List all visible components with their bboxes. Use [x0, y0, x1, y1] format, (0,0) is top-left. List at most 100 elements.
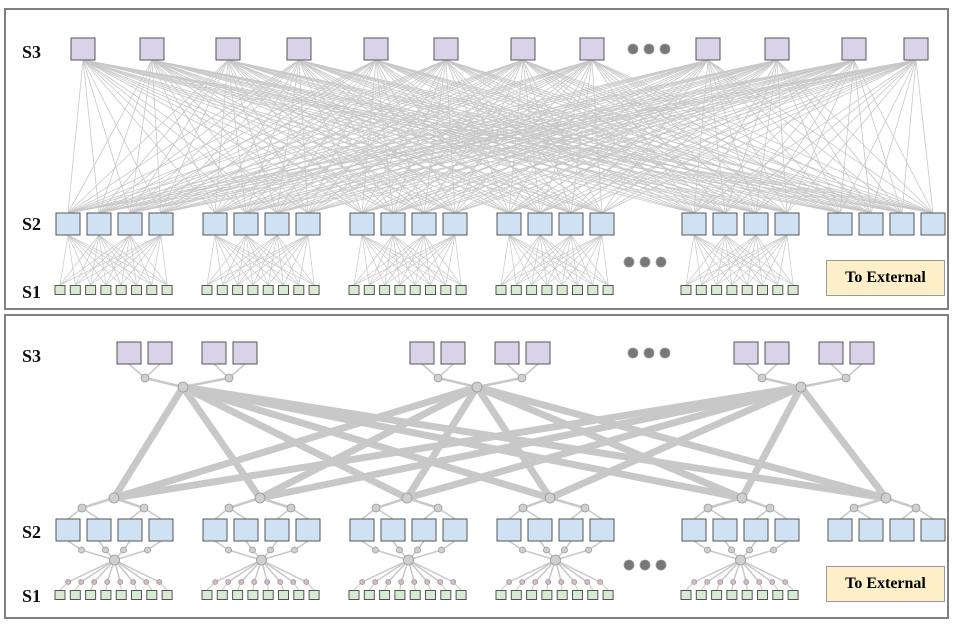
spine-switch	[116, 341, 142, 365]
spine-switch	[525, 341, 551, 365]
host-node	[541, 285, 553, 295]
leaf-host-link	[361, 234, 370, 286]
spine-switch	[232, 341, 258, 365]
host-port-node	[756, 579, 763, 585]
spine-leaf-link	[508, 59, 855, 214]
host-port-node	[117, 579, 124, 585]
leaf-host-link	[716, 234, 788, 286]
leaf-host-link	[685, 234, 788, 286]
leaf-down-node	[543, 546, 550, 554]
leaf-host-link	[307, 234, 315, 286]
spine-leaf-link	[522, 59, 603, 214]
spine-leaf-link	[160, 59, 524, 214]
spine-leaf-link	[82, 59, 162, 214]
leaf-host-link	[731, 234, 788, 286]
host-node	[425, 590, 436, 600]
spine-leaf-link	[129, 59, 300, 214]
spine-leaf-link	[707, 59, 726, 214]
host-port-node	[704, 579, 711, 585]
leaf-aggregation-link	[853, 496, 887, 510]
leaf-down-node	[438, 546, 445, 554]
host-port-node	[91, 579, 98, 585]
leaf-switch	[889, 518, 915, 542]
host-node	[425, 285, 436, 295]
leaf-host-link	[353, 234, 425, 286]
leaf-host-link	[222, 234, 278, 286]
pod-sub-node	[371, 503, 381, 513]
pod-sub-node	[433, 503, 443, 513]
spine-sub-node	[841, 373, 851, 383]
leaf-host-link	[368, 234, 394, 286]
host-node	[115, 285, 127, 295]
leaf-switch	[827, 518, 853, 542]
host-port-node	[398, 579, 405, 585]
host-uplink	[740, 559, 786, 583]
host-uplink	[408, 559, 441, 583]
spine-hub-node	[471, 381, 483, 393]
host-node	[440, 590, 452, 600]
host-port-node	[264, 579, 271, 585]
pod-hub-node	[254, 492, 266, 504]
host-port-node	[743, 579, 750, 585]
leaf-switch	[411, 212, 437, 236]
spine-leaf-link	[307, 59, 524, 214]
spine-switch	[841, 37, 867, 61]
host-node	[741, 285, 753, 295]
spine-leaf-link	[454, 59, 524, 214]
leaf-host-link	[214, 234, 223, 286]
host-uplink	[555, 559, 601, 583]
spine-switch	[579, 37, 605, 61]
host-port-node	[532, 579, 539, 585]
host-node	[455, 590, 467, 600]
host-node	[409, 285, 421, 295]
leaf-switch	[681, 518, 707, 542]
spine-leaf-link	[724, 59, 917, 214]
leaf-host-link	[384, 234, 456, 286]
spine-leaf-link	[786, 59, 917, 214]
spine-leaf-link	[98, 59, 229, 214]
leaf-switch	[148, 212, 174, 236]
leaf-aggregation-link	[707, 496, 743, 510]
spine-switch	[440, 341, 466, 365]
spine-leaf-link	[276, 59, 524, 214]
host-node	[556, 590, 568, 600]
leaf-aggregation-link	[406, 496, 439, 510]
spine-leaf-link	[67, 59, 709, 214]
spine-switch	[201, 341, 227, 365]
host-port-node	[545, 579, 552, 585]
pod-sub-node	[77, 503, 87, 513]
leaf-switch	[442, 518, 468, 542]
host-node	[394, 590, 406, 600]
spine-leaf-link	[307, 59, 917, 214]
spine-leaf-link	[67, 59, 153, 214]
spine-leaf-link	[129, 59, 447, 214]
host-port-node	[782, 579, 789, 585]
spine-leaf-link	[98, 59, 917, 214]
host-node	[247, 590, 259, 600]
spine-aggregation-link	[761, 376, 802, 389]
spine-switch	[695, 37, 721, 61]
host-node	[757, 590, 768, 600]
host-node	[440, 285, 452, 295]
spine-leaf-link	[755, 59, 917, 214]
leaf-aggregation-link	[228, 496, 261, 510]
host-node	[526, 590, 538, 600]
leaf-switch	[681, 212, 707, 236]
host-node	[510, 590, 522, 600]
leaf-switch	[295, 518, 321, 542]
leaf-down-node	[78, 546, 85, 554]
host-node	[278, 590, 289, 600]
host-node	[85, 590, 97, 600]
spine-leaf-link	[361, 59, 524, 214]
pod-hub-node	[108, 492, 120, 504]
host-node	[455, 285, 467, 295]
host-node	[278, 285, 289, 295]
host-port-node	[691, 579, 698, 585]
host-uplink	[408, 559, 454, 583]
spine-leaf-link	[901, 59, 917, 214]
host-node	[262, 285, 274, 295]
host-node	[146, 590, 158, 600]
optical-trunk-link	[738, 385, 805, 500]
leaf-host-link	[151, 234, 162, 286]
host-port-node	[359, 579, 366, 585]
